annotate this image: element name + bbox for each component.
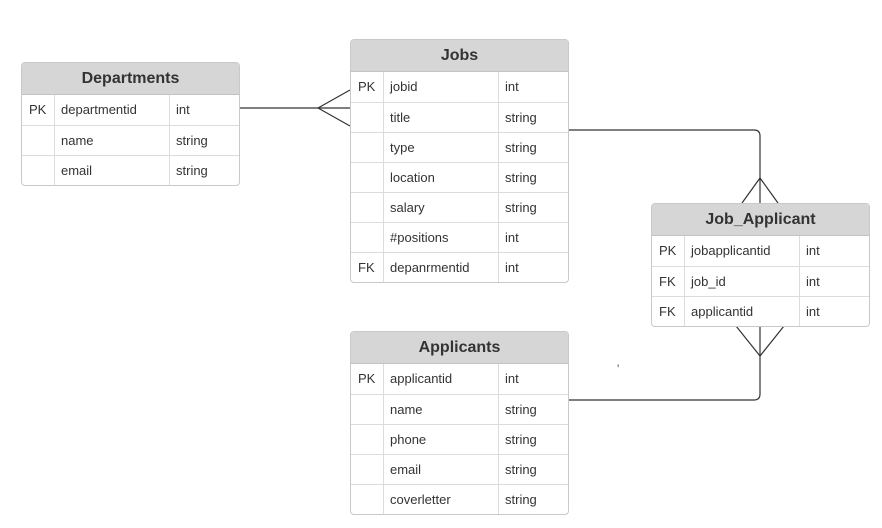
field-type: string (176, 163, 208, 178)
field-type: int (806, 304, 820, 319)
field-name: #positions (384, 223, 499, 252)
field-row: location string (351, 162, 568, 192)
relation-departments-jobs (240, 89, 351, 127)
field-name: location (384, 163, 499, 192)
field-type: string (505, 462, 537, 477)
entity-fields: PK jobid int title string type string lo… (351, 72, 568, 282)
entity-applicants[interactable]: Applicants PK applicantid int name strin… (350, 331, 569, 515)
field-name: applicantid (384, 364, 499, 394)
entity-fields: PK jobapplicantid int FK job_id int FK a… (652, 236, 869, 326)
entity-fields: PK departmentid int name string email st… (22, 95, 239, 185)
field-row: PK applicantid int (351, 364, 568, 394)
key-marker (22, 156, 55, 185)
field-type: int (505, 230, 519, 245)
key-marker: PK (22, 95, 55, 125)
field-type: int (505, 371, 519, 386)
key-marker: FK (351, 253, 384, 282)
field-name: jobid (384, 72, 499, 102)
field-type: int (505, 79, 519, 94)
field-name: name (55, 126, 170, 155)
field-row: title string (351, 102, 568, 132)
field-type: string (505, 492, 537, 507)
field-row: email string (22, 155, 239, 185)
field-type: string (176, 133, 208, 148)
key-marker (351, 425, 384, 454)
field-type: string (505, 110, 537, 125)
field-row: name string (351, 394, 568, 424)
field-row: type string (351, 132, 568, 162)
field-row: name string (22, 125, 239, 155)
relation-applicants-job-applicant (569, 325, 785, 401)
key-marker (351, 223, 384, 252)
field-row: PK departmentid int (22, 95, 239, 125)
field-name: email (55, 156, 170, 185)
field-row: phone string (351, 424, 568, 454)
field-name: type (384, 133, 499, 162)
key-marker: PK (351, 364, 384, 394)
entity-departments[interactable]: Departments PK departmentid int name str… (21, 62, 240, 186)
field-name: email (384, 455, 499, 484)
field-row: FK job_id int (652, 266, 869, 296)
key-marker (351, 193, 384, 222)
field-type: string (505, 140, 537, 155)
field-type: int (806, 274, 820, 289)
entity-title: Applicants (351, 332, 568, 364)
field-name: phone (384, 425, 499, 454)
relation-jobs-job-applicant (569, 129, 779, 204)
stray-mark: ' (617, 362, 620, 376)
field-type: int (505, 260, 519, 275)
key-marker (351, 455, 384, 484)
field-name: applicantid (685, 297, 800, 326)
field-type: string (505, 402, 537, 417)
key-marker: PK (652, 236, 685, 266)
field-type: string (505, 170, 537, 185)
entity-title: Departments (22, 63, 239, 95)
field-name: jobapplicantid (685, 236, 800, 266)
field-name: salary (384, 193, 499, 222)
field-row: FK applicantid int (652, 296, 869, 326)
key-marker: FK (652, 297, 685, 326)
key-marker (351, 395, 384, 424)
field-row: PK jobapplicantid int (652, 236, 869, 266)
field-type: string (505, 432, 537, 447)
key-marker (351, 133, 384, 162)
key-marker (351, 163, 384, 192)
field-row: #positions int (351, 222, 568, 252)
entity-title: Job_Applicant (652, 204, 869, 236)
field-type: string (505, 200, 537, 215)
field-type: int (806, 243, 820, 258)
key-marker (22, 126, 55, 155)
field-name: name (384, 395, 499, 424)
entity-jobs[interactable]: Jobs PK jobid int title string type stri… (350, 39, 569, 283)
key-marker: PK (351, 72, 384, 102)
field-name: coverletter (384, 485, 499, 514)
key-marker (351, 103, 384, 132)
field-row: coverletter string (351, 484, 568, 514)
field-name: title (384, 103, 499, 132)
field-name: departmentid (55, 95, 170, 125)
entity-job-applicant[interactable]: Job_Applicant PK jobapplicantid int FK j… (651, 203, 870, 327)
entity-fields: PK applicantid int name string phone str… (351, 364, 568, 514)
key-marker: FK (652, 267, 685, 296)
field-row: FK depanrmentid int (351, 252, 568, 282)
field-row: PK jobid int (351, 72, 568, 102)
key-marker (351, 485, 384, 514)
field-name: job_id (685, 267, 800, 296)
field-row: salary string (351, 192, 568, 222)
field-name: depanrmentid (384, 253, 499, 282)
field-row: email string (351, 454, 568, 484)
field-type: int (176, 102, 190, 117)
entity-title: Jobs (351, 40, 568, 72)
